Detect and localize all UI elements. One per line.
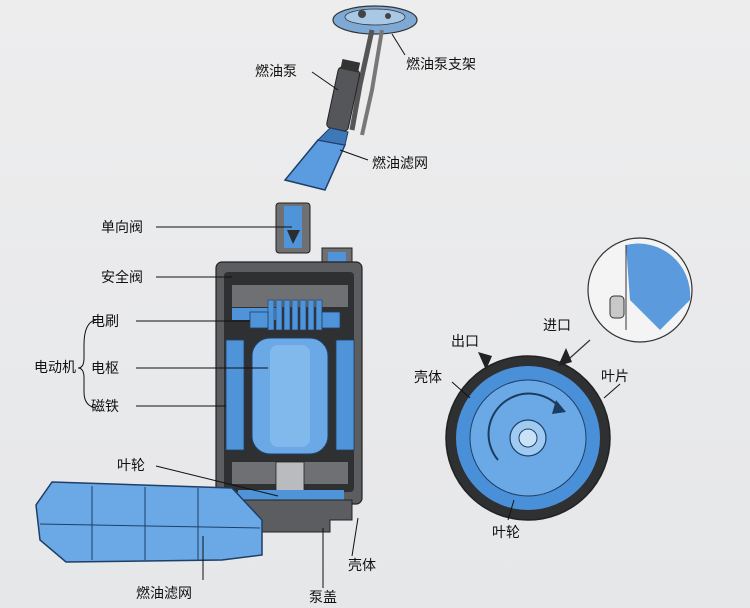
filter-screen-illustration bbox=[35, 481, 263, 563]
label-armature: 电枢 bbox=[91, 361, 119, 377]
label-outlet: 出口 bbox=[451, 334, 479, 350]
label-check-valve: 单向阀 bbox=[101, 220, 143, 236]
blade-magnifier bbox=[569, 237, 693, 359]
pump-assembly-illustration bbox=[283, 5, 418, 191]
pump-cross-section bbox=[215, 202, 363, 533]
impeller-cross-section bbox=[445, 348, 611, 521]
labels: 燃油泵 燃油泵支架 燃油滤网 单向阀 安全阀 电动机 电刷 电枢 磁铁 叶轮 燃… bbox=[34, 56, 629, 606]
label-brush: 电刷 bbox=[91, 314, 119, 330]
label-blade: 叶片 bbox=[601, 369, 629, 385]
label-pump-bracket: 燃油泵支架 bbox=[406, 56, 476, 73]
label-filter-bottom: 燃油滤网 bbox=[136, 585, 192, 602]
label-inlet: 进口 bbox=[543, 318, 571, 334]
label-pump-cover: 泵盖 bbox=[309, 590, 337, 606]
label-housing-left: 壳体 bbox=[348, 557, 376, 574]
label-safety-valve: 安全阀 bbox=[101, 269, 143, 286]
label-motor: 电动机 bbox=[34, 360, 76, 376]
label-impeller-right: 叶轮 bbox=[492, 525, 520, 541]
label-filter-top: 燃油滤网 bbox=[372, 155, 428, 172]
label-pump: 燃油泵 bbox=[255, 63, 297, 80]
label-housing-right: 壳体 bbox=[414, 369, 442, 386]
leader-lines bbox=[77, 33, 621, 588]
label-impeller-left: 叶轮 bbox=[117, 458, 145, 474]
label-magnet: 磁铁 bbox=[91, 399, 119, 415]
